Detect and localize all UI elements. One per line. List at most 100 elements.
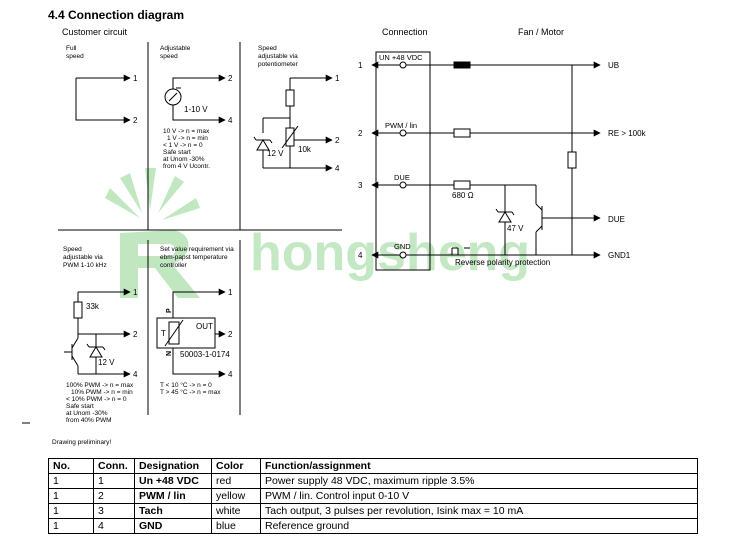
pot-label: 10k <box>298 145 312 154</box>
pot-top-resistor <box>285 89 295 107</box>
pwm-title-2: adjustable via <box>63 254 103 261</box>
pwm-note-0: 100% PWM -> n = max <box>66 382 134 389</box>
fan-motor-header: Fan / Motor <box>518 27 564 37</box>
pwm-title-3: PWM 1-10 kHz <box>63 262 107 269</box>
pwm-transistor-icon <box>64 334 79 374</box>
pot-title-2: adjustable via <box>258 53 298 60</box>
adjustable-title-2: speed <box>160 53 178 60</box>
temp-title-3: controller <box>160 262 188 269</box>
temp-note-0: T < 10 °C -> n = 0 <box>160 381 212 389</box>
cell-color: blue <box>211 518 261 534</box>
cell-conn: 1 <box>93 473 135 489</box>
fuse-icon <box>453 61 471 69</box>
adjustable-note-4: at Unom -30% <box>163 156 205 163</box>
panel-dividers <box>58 42 342 415</box>
cell-no: 1 <box>48 518 94 534</box>
conn-label-pwm: PWM / lin <box>385 121 417 130</box>
temp-note-1: T > 45 °C -> n = max <box>160 388 221 396</box>
table-row: 1 1 Un +48 VDC red Power supply 48 VDC, … <box>48 473 698 489</box>
pullup-resistor <box>567 151 577 169</box>
connection-box <box>375 51 431 271</box>
temp-pin-4: 4 <box>228 370 233 379</box>
panel-adjustable-speed: Adjustable speed 1-10 V 2 4 10 V -> n = … <box>160 45 233 170</box>
motor-out-due: DUE <box>608 215 625 224</box>
panel-potentiometer: Speed adjustable via potentiometer 12 V … <box>253 45 340 173</box>
adjustable-note-1: 1 V -> n = min <box>167 135 208 142</box>
temp-out-label: OUT <box>196 322 213 331</box>
reverse-polarity-label: Reverse polarity protection <box>455 258 550 267</box>
full-speed-pin-2: 2 <box>133 116 138 125</box>
table-header-row: No. Conn. Designation Color Function/ass… <box>48 458 698 474</box>
conn-label-due: DUE <box>394 173 410 182</box>
cell-conn: 2 <box>93 488 135 504</box>
motor-out-gnd1: GND1 <box>608 251 631 260</box>
motor-zener-label: 47 V <box>507 224 524 233</box>
panel-pwm: Speed adjustable via PWM 1-10 kHz 33k 12… <box>63 246 138 424</box>
resistor-680-label: 680 Ω <box>452 191 474 200</box>
conn-pin-3: 3 <box>358 181 363 190</box>
pwm-line-resistor <box>453 128 471 138</box>
connection-block: UN +48 VDC PWM / lin DUE GND 1 2 3 680 Ω… <box>358 51 601 271</box>
watermark-text: hongsheng <box>250 224 530 282</box>
pwm-title-1: Speed <box>63 246 82 253</box>
cell-designation: GND <box>134 518 212 534</box>
conn-pin-2: 2 <box>358 129 363 138</box>
cell-no: 1 <box>48 488 94 504</box>
pwm-resistor-33k <box>73 301 83 319</box>
adjustable-notes: 10 V -> n = max 1 V -> n = min < 1 V -> … <box>163 128 210 170</box>
col-color-header: Color <box>211 458 261 474</box>
pwm-zener-label: 12 V <box>98 358 115 367</box>
conn-label-un48: UN +48 VDC <box>379 53 423 62</box>
full-speed-title-2: speed <box>66 53 84 60</box>
reverse-polarity-diode-icon <box>451 247 470 255</box>
cell-color: yellow <box>211 488 261 504</box>
full-speed-title-1: Full <box>66 45 77 52</box>
section-title: 4.4 Connection diagram <box>48 8 184 22</box>
cell-color: red <box>211 473 261 489</box>
pwm-note-5: from 40% PWM <box>66 417 112 424</box>
motor-transistor-icon <box>535 185 601 255</box>
resistor-680 <box>453 180 471 190</box>
r-logo-shape <box>120 230 200 298</box>
hongsheng-watermark-logo: hongsheng <box>105 168 530 298</box>
adjustable-note-2: < 1 V -> n = 0 <box>163 142 203 149</box>
pot-title-3: potentiometer <box>258 61 299 68</box>
motor-circuit: UB RE > 100k DUE GND1 47 V Reverse polar… <box>451 61 647 267</box>
table-row: 1 2 PWM / lin yellow PWM / lin. Control … <box>48 488 698 504</box>
pot-zener-label: 12 V <box>267 149 284 158</box>
cell-function: Tach output, 3 pulses per revolution, Is… <box>260 503 698 519</box>
temp-pin-1: 1 <box>228 288 233 297</box>
cell-designation: Un +48 VDC <box>134 473 212 489</box>
panel-full-speed: Full speed 1 2 <box>66 45 138 125</box>
pot-pin-4: 4 <box>335 164 340 173</box>
pot-title-1: Speed <box>258 45 277 52</box>
pwm-resistor-label: 33k <box>86 302 100 311</box>
cell-designation: Tach <box>134 503 212 519</box>
cell-conn: 3 <box>93 503 135 519</box>
col-function-header: Function/assignment <box>260 458 698 474</box>
temp-t-label: T <box>161 329 166 338</box>
table-row: 1 4 GND blue Reference ground <box>48 518 698 534</box>
adjustable-source-label: 1-10 V <box>184 105 208 114</box>
pwm-note-1: 10% PWM -> n = min <box>71 389 133 396</box>
connection-header: Connection <box>382 27 428 37</box>
col-conn-header: Conn. <box>93 458 135 474</box>
col-no-header: No. <box>48 458 94 474</box>
temp-title-2: ebm-papst temperature <box>160 254 228 261</box>
cell-no: 1 <box>48 503 94 519</box>
adjustable-note-5: from 4 V Ucontr. <box>163 163 210 170</box>
temp-pin-2: 2 <box>228 330 233 339</box>
connection-assignment-table: No. Conn. Designation Color Function/ass… <box>48 458 698 534</box>
pot-pin-1: 1 <box>335 74 340 83</box>
table-row: 1 3 Tach white Tach output, 3 pulses per… <box>48 503 698 519</box>
panel-temperature-controller: Set value requirement via ebm-papst temp… <box>156 246 234 396</box>
col-designation-header: Designation <box>134 458 212 474</box>
temp-part-label: 50003-1-0174 <box>180 350 230 359</box>
cell-function: Power supply 48 VDC, maximum ripple 3.5% <box>260 473 698 489</box>
adjustable-pin-4: 4 <box>228 116 233 125</box>
adjustable-note-0: 10 V -> n = max <box>163 128 210 135</box>
cell-color: white <box>211 503 261 519</box>
cell-no: 1 <box>48 473 94 489</box>
cell-designation: PWM / lin <box>134 488 212 504</box>
adjustable-note-3: Safe start <box>163 149 191 156</box>
